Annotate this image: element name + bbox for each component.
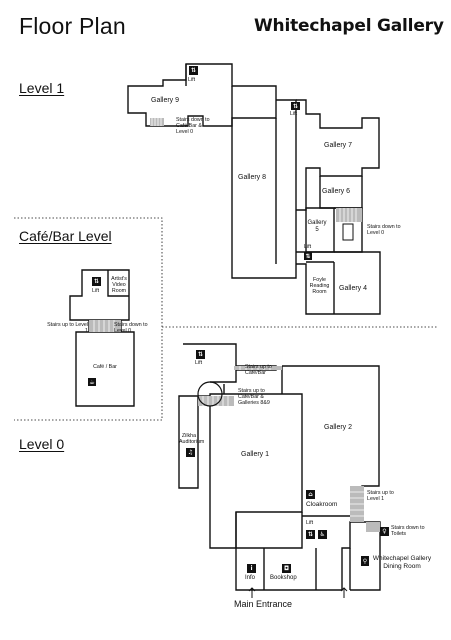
stairs-up-cafe-label: Stairs up to Café/Bar: [245, 364, 272, 376]
stairs-down-level0-label: Stairs down to Level 0: [114, 322, 148, 334]
lift-icon: ⇅: [189, 66, 198, 75]
toilets-icon: ♀: [380, 527, 389, 536]
gallery-9-label[interactable]: Gallery 9: [151, 97, 180, 104]
stairs-up-level1-label: Stairs up to Level 1: [367, 490, 394, 502]
zilkha-auditorium-label[interactable]: Zilkha Auditorium: [179, 433, 205, 445]
info-label[interactable]: Info: [245, 575, 256, 581]
lift-label: Lift: [92, 288, 100, 294]
lift-label: Lift: [306, 520, 314, 526]
cafe-upper-room: [69, 269, 130, 321]
gallery-6-label[interactable]: Gallery 6: [322, 188, 351, 195]
lift-icon: ⇅: [196, 350, 205, 359]
shop-icon: ◘: [282, 564, 291, 573]
level-1-heading[interactable]: Level 1: [19, 80, 65, 96]
stairs-down-toilets-label: Stairs down to Toilets: [391, 525, 425, 537]
main-entrance-label[interactable]: Main Entrance: [234, 599, 293, 609]
cafe-bar-label[interactable]: Café / Bar: [93, 364, 117, 370]
gallery-1-label[interactable]: Gallery 1: [241, 451, 270, 458]
gallery-5-label[interactable]: Gallery 5: [307, 220, 327, 233]
lift-icon: ⇅: [306, 530, 315, 539]
stairs-down-level0-label: Stairs down to Level 0: [367, 224, 401, 236]
lift-label: Lift: [290, 111, 298, 117]
gallery-1-room: [209, 393, 303, 549]
restaurant-icon: ⚲: [361, 556, 369, 566]
arrow-up-icon: [340, 587, 348, 598]
level-0-heading[interactable]: Level 0: [19, 436, 65, 452]
stairs-down-cafe-label: Stairs down to Café/Bar & Level 0: [176, 117, 210, 135]
lift-label: Lift: [188, 77, 196, 83]
stairs-up-galleries-label: Stairs up to Café/Bar & Galleries 8&9: [238, 388, 270, 406]
cloakroom-label[interactable]: Cloakroom: [306, 501, 338, 508]
dining-room-label[interactable]: Whitechapel Gallery Dining Room: [372, 555, 432, 570]
cafe-level-heading[interactable]: Café/Bar Level: [19, 228, 112, 244]
audio-icon: ♫: [186, 448, 195, 457]
brand-logo: Whitechapel Gallery: [254, 16, 444, 36]
gallery-7-label[interactable]: Gallery 7: [324, 142, 353, 149]
cloakroom-icon: ⌂: [306, 490, 315, 499]
gallery-8-room: [231, 86, 297, 279]
lift-icon: ⇅: [92, 277, 101, 286]
arrow-up-icon: [248, 587, 256, 598]
stairs-up-level1-label: Stairs up to Level 1: [47, 322, 88, 334]
zilkha-auditorium-room: [178, 395, 199, 489]
foyle-reading-room-label[interactable]: Foyle Reading Room: [309, 277, 330, 295]
lift-label: Lift: [195, 360, 203, 366]
gallery-2-room: [282, 365, 380, 517]
accessible-icon: ♿: [318, 530, 327, 539]
gallery-4-label[interactable]: Gallery 4: [339, 285, 368, 292]
lift-label: Lift: [304, 244, 312, 250]
video-room-label[interactable]: Artist's Video Room: [111, 276, 127, 294]
gallery-7-room: [296, 99, 380, 211]
lift-icon: ⇅: [304, 252, 312, 260]
gallery-2-label[interactable]: Gallery 2: [324, 424, 353, 431]
page-title: Floor Plan: [19, 13, 126, 39]
lift-icon: ⇅: [291, 102, 300, 110]
info-icon: i: [247, 564, 256, 573]
gallery-8-label[interactable]: Gallery 8: [238, 174, 267, 181]
cafe-icon: ☕: [88, 378, 96, 386]
bookshop-label[interactable]: Bookshop: [270, 575, 297, 581]
